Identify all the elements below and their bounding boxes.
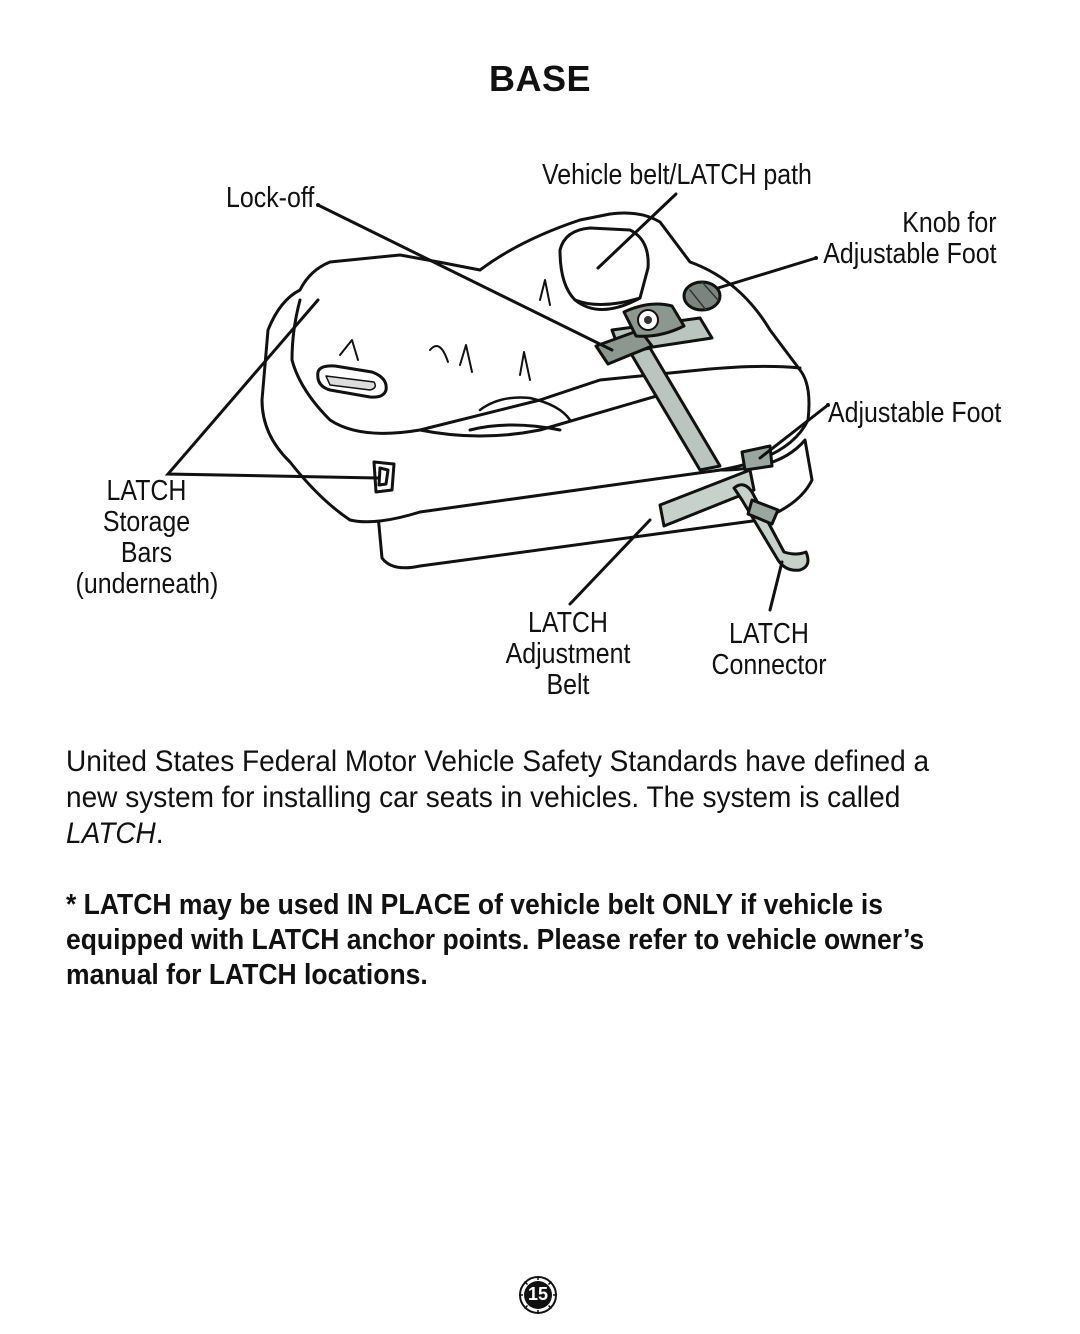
label-storage-line1: LATCH [106, 475, 187, 507]
label-knob-for-adjustable-foot: Knob for Adjustable Foot [824, 208, 997, 270]
label-knob-line1: Knob for [902, 207, 997, 239]
label-adj-line1: LATCH [528, 607, 608, 639]
label-storage-line4: (underneath) [75, 568, 219, 600]
latch-term: LATCH [66, 817, 156, 850]
leader-lock-off [316, 203, 614, 352]
label-knob-line2: Adjustable Foot [823, 238, 997, 270]
page-number-badge: 15 [518, 1275, 558, 1315]
latch-description-paragraph: United States Federal Motor Vehicle Safe… [66, 745, 930, 850]
handle-slot [316, 364, 388, 399]
page-title: BASE [488, 58, 592, 99]
label-latch-connector: LATCH Connector [701, 619, 837, 681]
lock-off-clamp [594, 328, 654, 366]
leader-adjustment-belt [568, 518, 652, 606]
label-adjustable-foot: Adjustable Foot [828, 397, 1002, 429]
leader-storage-bars [164, 298, 380, 480]
label-lock-off: Lock-off [226, 182, 315, 214]
label-latch-storage-bars: LATCH Storage Bars (underneath) [75, 475, 219, 600]
label-vehicle-belt-path: Vehicle belt/LATCH path [542, 159, 812, 191]
leader-vehicle-belt-path [596, 192, 678, 270]
latch-description-text: United States Federal Motor Vehicle Safe… [66, 745, 930, 814]
seat-back-block [558, 226, 650, 307]
base-inner-tub [290, 298, 802, 435]
label-connector-line2: Connector [711, 649, 827, 681]
car-seat-base-illustration [164, 192, 830, 612]
latch-warning-note: * LATCH may be used IN PLACE of vehicle … [66, 889, 925, 991]
leader-knob [716, 256, 818, 290]
base-shell-shape [260, 211, 811, 524]
adjustable-foot-shape [740, 444, 774, 472]
leader-adjustable-foot [758, 403, 830, 460]
label-adj-line3: Belt [546, 669, 590, 701]
page-number: 15 [527, 1284, 549, 1304]
label-latch-adjustment-belt: LATCH Adjustment Belt [499, 608, 637, 701]
page-badge-icon [519, 1276, 557, 1314]
label-connector-line1: LATCH [729, 618, 809, 650]
label-adj-line2: Adjustment [505, 638, 631, 670]
label-storage-line3: Bars [120, 537, 173, 569]
label-storage-line2: Storage [102, 506, 191, 538]
leader-connector [768, 560, 784, 612]
